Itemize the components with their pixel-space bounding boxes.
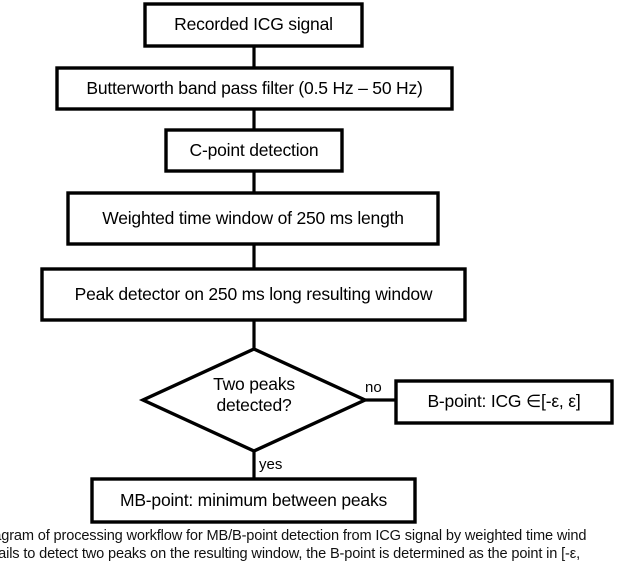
figure-caption: ck diagram of processing workflow for MB… <box>0 524 640 568</box>
edge-label-no: no <box>365 379 382 396</box>
node-label-bpoint: B-point: ICG ∈[-ε, ε] <box>427 391 581 412</box>
caption-line-2: dow fails to detect two peaks on the res… <box>0 546 580 562</box>
node-label-decision-line2: detected? <box>216 394 292 415</box>
caption-line-1: ck diagram of processing workflow for MB… <box>0 528 587 544</box>
node-box-recorded <box>143 2 364 48</box>
node-label-decision-line1: Two peaks <box>213 374 295 394</box>
node-label-recorded: Recorded ICG signal <box>174 14 333 35</box>
node-box-cpoint <box>164 128 344 173</box>
node-label-cpoint: C-point detection <box>189 139 319 160</box>
node-label-decision: Two peaks detected? <box>164 362 344 438</box>
node-box-bpoint <box>394 379 614 425</box>
node-diamond-decision <box>138 347 370 453</box>
node-box-mbpoint <box>90 477 417 524</box>
edge-label-yes: yes <box>259 456 283 473</box>
node-label-filter: Butterworth band pass filter (0.5 Hz – 5… <box>86 77 423 98</box>
node-box-peakdet <box>40 267 467 322</box>
node-box-window <box>66 191 440 246</box>
node-box-filter <box>55 66 454 111</box>
node-label-window: Weighted time window of 250 ms length <box>102 207 404 228</box>
node-label-mbpoint: MB-point: minimum between peaks <box>119 489 388 510</box>
node-label-peakdet: Peak detector on 250 ms long resulting w… <box>74 283 433 304</box>
